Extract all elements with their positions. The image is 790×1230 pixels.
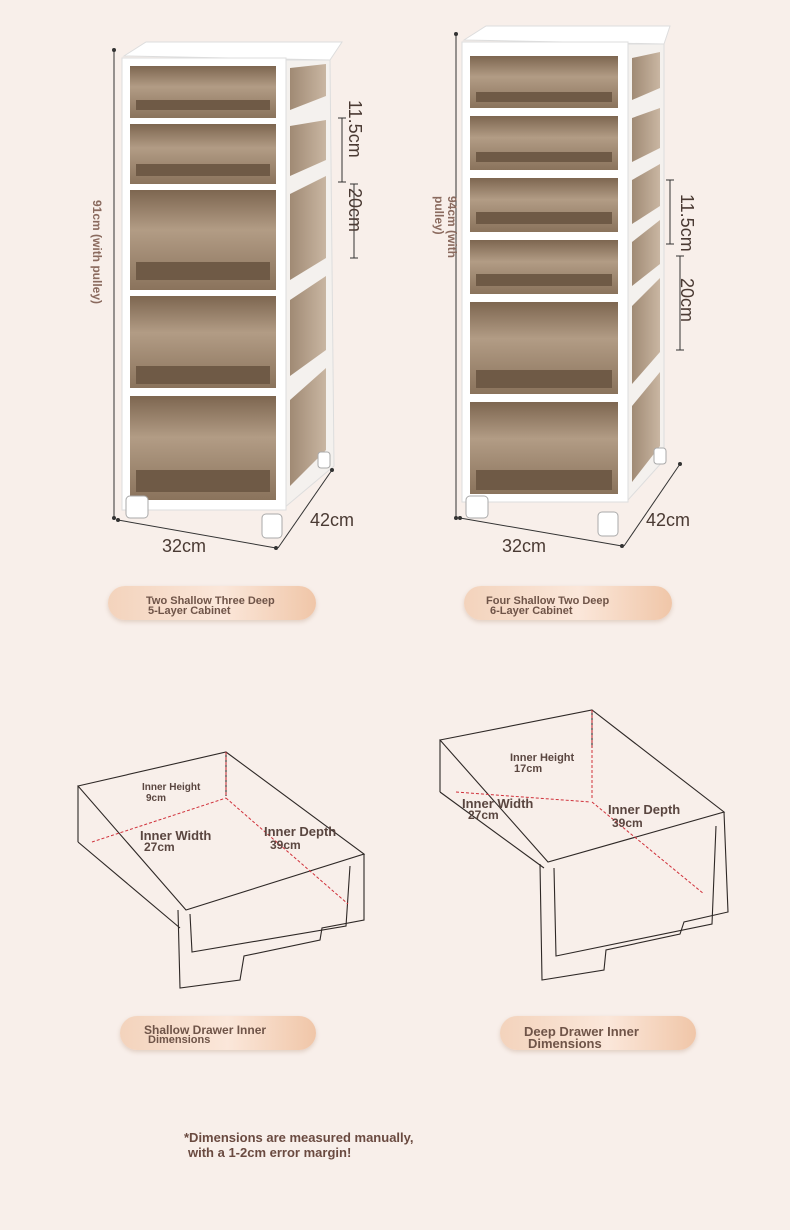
shallow-inner-depth-label: Inner Depth [264,824,337,839]
right-height-label: 94cm (with pulley) [432,196,459,259]
left-shallow-height-label: 11.5cm [345,100,365,158]
deep-drawer-label-line2: Dimensions [528,1036,602,1051]
shallow-inner-height-value: 9cm [146,793,167,804]
deep-inner-height-value: 17cm [514,763,543,775]
shallow-inner-height-label: Inner Height [142,782,201,793]
cabinet-illustrations [112,25,684,550]
deep-inner-width-label: Inner Width [462,796,534,811]
deep-drawer-label-line1: Deep Drawer Inner [524,1024,639,1039]
drawer-shallow-a [470,52,660,108]
drawer-deep-1 [130,176,326,290]
shallow-drawer-label: Shallow Drawer Inner Dimensions [120,1016,316,1050]
shallow-inner-width-label: Inner Width [140,828,212,843]
deep-inner-depth-value: 39cm [612,816,643,830]
drawer-shallow-1 [130,64,326,118]
shallow-drawer-label-line1: Shallow Drawer Inner [144,1023,267,1037]
drawer-deep-3 [130,368,326,500]
cabinet-5-layer-label: Two Shallow Three Deep 5-Layer Cabinet [108,586,316,620]
deep-drawer-drawing [438,709,729,981]
shallow-drawer-drawing [76,751,366,989]
cabinet-5-layer [112,41,358,550]
left-height-label: 91cm (with pulley) [90,200,104,305]
deep-inner-depth-label: Inner Depth [608,802,681,817]
deep-drawer-label: Deep Drawer Inner Dimensions [500,1016,696,1050]
drawer-deep-a [470,278,660,394]
cabinet-5-layer-label-line1: Two Shallow Three Deep [146,595,275,607]
cabinet-6-layer-label-line1: Four Shallow Two Deep [486,595,610,607]
right-deep-height-label: 20cm [677,278,697,323]
deep-inner-width-value: 27cm [468,808,499,822]
left-depth-label: 42cm [310,510,355,530]
cabinet-6-layer [454,25,684,548]
drawer-shallow-b [470,108,660,170]
drawer-shallow-2 [130,120,326,184]
shallow-inner-depth-value: 39cm [270,838,301,852]
right-depth-label: 42cm [646,510,691,530]
left-deep-height-label: 20cm [345,188,365,233]
cabinet-5-layer-label-line2: 5-Layer Cabinet [148,605,231,617]
drawer-deep-b [470,372,660,494]
right-width-label: 32cm [502,536,547,556]
shallow-inner-width-value: 27cm [144,840,175,854]
drawer-shallow-d [470,220,660,294]
deep-inner-height-label: Inner Height [510,752,575,764]
left-width-label: 32cm [162,536,207,556]
cabinet-6-layer-label: Four Shallow Two Deep 6-Layer Cabinet [464,586,672,620]
measurement-note-line1: *Dimensions are measured manually, [184,1130,414,1145]
cabinet-6-layer-label-line2: 6-Layer Cabinet [490,605,573,617]
measurement-note-line2: with a 1-2cm error margin! [188,1145,352,1160]
shallow-drawer-label-line2: Dimensions [148,1034,211,1046]
right-shallow-height-label: 11.5cm [677,194,697,252]
drawer-shallow-c [470,164,660,232]
drawer-deep-2 [130,276,326,388]
